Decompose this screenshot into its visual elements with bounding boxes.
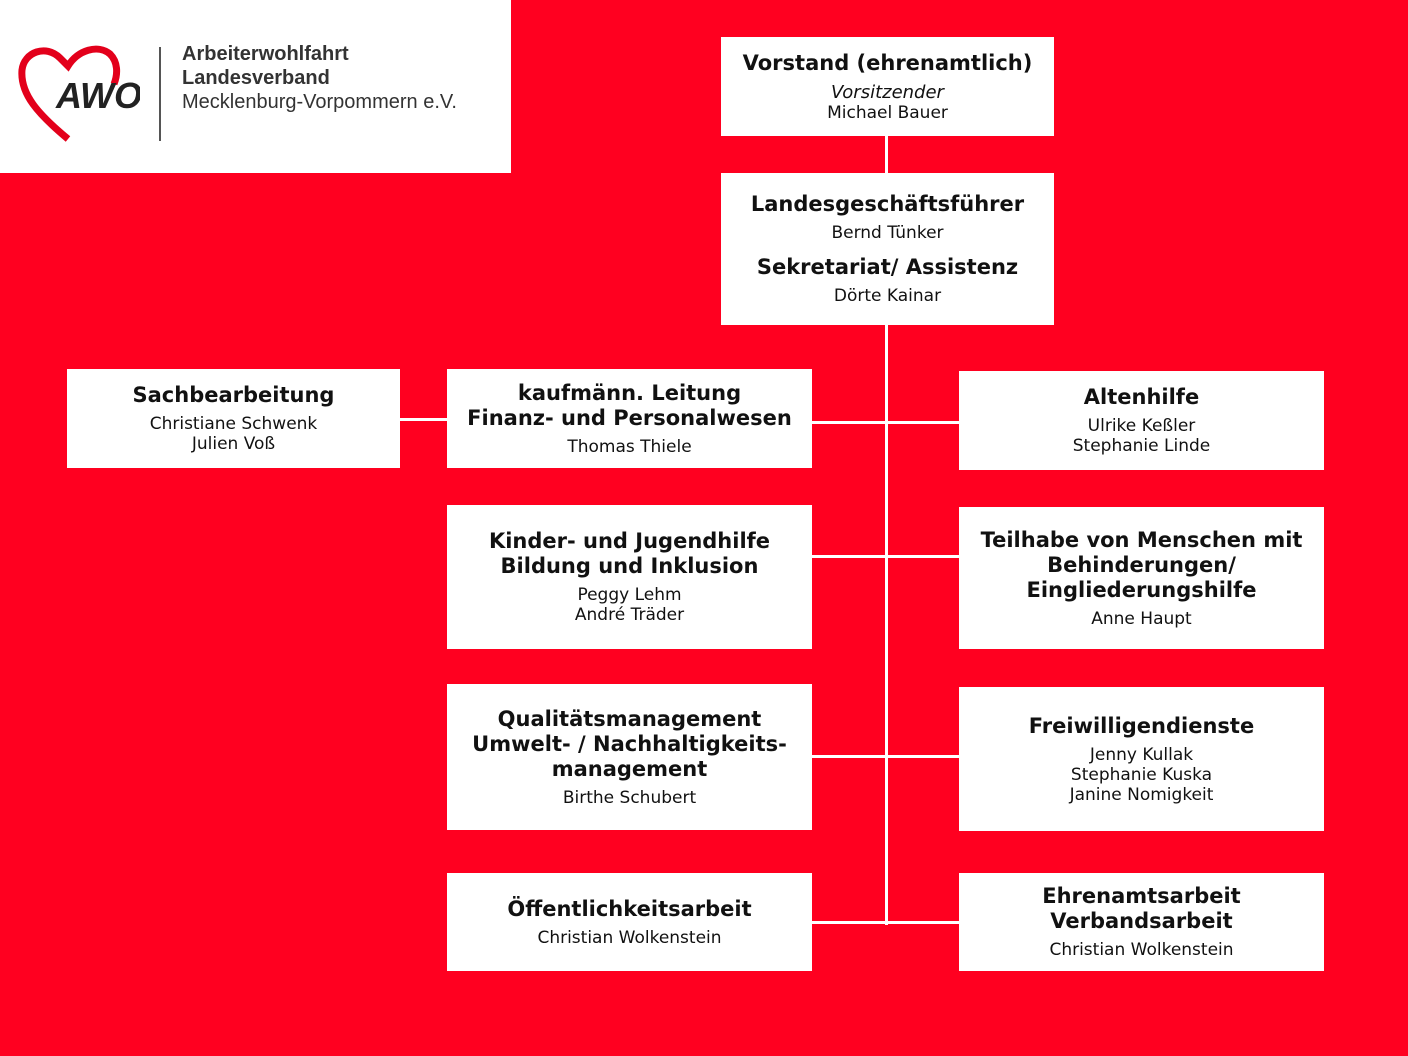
title-line: Umwelt- / Nachhaltigkeits- — [472, 731, 787, 756]
box-title-secretariat: Sekretariat/ Assistenz — [756, 255, 1019, 279]
logo-line3: Mecklenburg-Vorpommern e.V. — [182, 91, 457, 113]
box-sachbearbeitung: Sachbearbeitung Christiane Schwenk Julie… — [67, 369, 400, 468]
connector-sachbearbeitung — [400, 418, 447, 421]
title-line: Bildung und Inklusion — [500, 554, 759, 578]
connector-row2 — [812, 555, 959, 558]
person-name: Peggy Lehm — [577, 585, 682, 605]
title-line: Kinder- und Jugendhilfe — [488, 529, 771, 553]
box-title: Freiwilligendienste — [1029, 714, 1254, 739]
box-title: Sachbearbeitung — [132, 383, 335, 407]
person-name: Birthe Schubert — [562, 787, 697, 808]
person-name: André Träder — [574, 605, 685, 625]
title-line: Qualitätsmanagement — [497, 706, 762, 731]
logo-mark: AWO — [55, 75, 140, 116]
title-line: Finanz- und Personalwesen — [467, 405, 792, 430]
title-line: Altenhilfe — [1083, 385, 1200, 409]
connector-row3 — [812, 755, 959, 758]
box-title: Vorstand (ehrenamtlich) — [742, 50, 1033, 75]
person-name: Christian Wolkenstein — [537, 927, 722, 948]
person-name: Jenny Kullak — [1089, 744, 1194, 765]
box-name: Bernd Tünker — [831, 223, 944, 243]
title-line: Freiwilligendienste — [1028, 713, 1255, 738]
box-names: Christian Wolkenstein — [537, 928, 721, 948]
title-line: Verbandsarbeit — [1050, 909, 1233, 933]
person-name: Stephanie Kuska — [1070, 764, 1213, 785]
box-names: Anne Haupt — [1091, 609, 1191, 629]
title-line: Ehrenamtsarbeit — [1042, 884, 1241, 908]
person-name: Stephanie Linde — [1072, 436, 1211, 456]
box-title: Landesgeschäftsführer — [750, 192, 1025, 216]
logo-line1: Arbeiterwohlfahrt — [182, 43, 349, 65]
title-line: Teilhabe von Menschen mit — [980, 527, 1303, 552]
title-line: Eingliederungshilfe — [1026, 577, 1257, 602]
box-title: Altenhilfe — [1084, 385, 1199, 410]
box-name-secretariat: Dörte Kainar — [833, 286, 942, 306]
box-name: Michael Bauer — [827, 102, 948, 123]
box-names: Birthe Schubert — [563, 788, 696, 808]
person-name: Janine Nomigkeit — [1069, 784, 1214, 805]
person-name: Thomas Thiele — [567, 436, 692, 457]
logo-divider — [159, 47, 161, 141]
box-vorstand: Vorstand (ehrenamtlich) Vorsitzender Mic… — [721, 37, 1054, 136]
box-role: Vorsitzender — [831, 81, 944, 103]
person-name: Christiane Schwenk — [149, 414, 318, 434]
box-names: Thomas Thiele — [567, 437, 691, 457]
connector-row1 — [812, 421, 959, 424]
box-names: Christian Wolkenstein — [1049, 940, 1233, 960]
person-name: Christian Wolkenstein — [1049, 940, 1234, 960]
connector-row4 — [812, 921, 959, 924]
logo-line2: Landesverband — [182, 67, 330, 89]
person-name: Julien Voß — [191, 434, 276, 454]
title-line: Behinderungen/ — [1047, 552, 1236, 577]
box-title: Öffentlichkeitsarbeit — [507, 897, 751, 922]
title-line: management — [551, 756, 708, 781]
person-name: Ulrike Keßler — [1087, 416, 1196, 436]
title-line: Öffentlichkeitsarbeit — [507, 896, 752, 921]
awo-logo: AWO Arbeiterwohlfahrt Landesverband Meck… — [0, 0, 511, 173]
box-landesgeschaeftsfuehrer: Landesgeschäftsführer Bernd Tünker Sekre… — [721, 173, 1054, 325]
person-name: Anne Haupt — [1091, 608, 1192, 629]
connector-trunk — [885, 136, 888, 925]
title-line: kaufmänn. Leitung — [517, 380, 742, 405]
heart-logo-icon: AWO — [18, 45, 140, 142]
box-names: Christiane Schwenk Julien Voß — [150, 414, 318, 454]
